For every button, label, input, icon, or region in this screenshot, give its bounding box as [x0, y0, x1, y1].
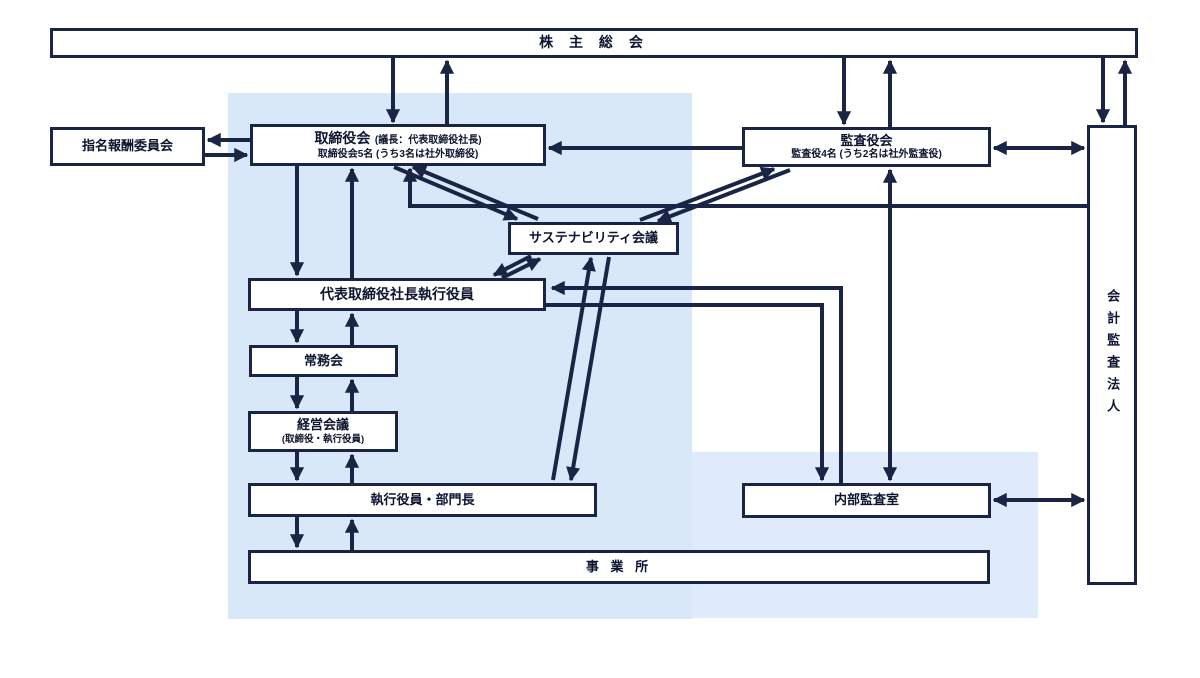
sustainability-label: サステナビリティ会議 — [529, 230, 658, 246]
node-board-of-auditors: 監査役会 監査役4名 (うち2名は社外監査役) — [742, 127, 991, 167]
managing-committee-label: 常務会 — [303, 352, 343, 368]
board-title-line: 取締役会 (議長：代表取締役社長) — [314, 129, 481, 149]
node-internal-audit-office: 内部監査室 — [742, 483, 991, 518]
arrow-executives-to-sustainability — [551, 256, 596, 481]
bottom-right-highlight-panel — [692, 452, 1038, 618]
arrow-sustainability-to-president — [492, 254, 532, 277]
arrow-president-to-internal-audit — [546, 303, 830, 482]
management-meeting-members-note: (取締役・執行役員) — [281, 433, 365, 445]
shareholders-meeting-label: 株 主 総 会 — [539, 34, 649, 51]
board-label: 取締役会 — [314, 129, 371, 146]
board-composition-note: 取締役会5名 (うち3名は社外取締役) — [317, 148, 479, 160]
node-business-offices: 事 業 所 — [248, 550, 990, 584]
node-management-meeting: 経営会議 (取締役・執行役員) — [248, 411, 398, 452]
audit-board-composition-note: 監査役4名 (うち2名は社外監査役) — [791, 148, 942, 160]
arrow-sustainability-to-executives — [566, 256, 611, 482]
arrow-audit-firm-to-board — [402, 167, 1087, 208]
arrow-president-to-sustainability — [501, 257, 542, 280]
node-sustainability-council: サステナビリティ会議 — [508, 222, 679, 255]
node-shareholders-meeting: 株 主 総 会 — [50, 28, 1138, 58]
node-nomination-compensation-committee: 指名報酬委員会 — [50, 127, 205, 166]
internal-audit-label: 内部監査室 — [833, 492, 899, 508]
board-chair-note: (議長：代表取締役社長) — [374, 134, 482, 146]
arrow-internal-audit-to-president — [550, 280, 843, 483]
audit-board-label: 監査役会 — [840, 132, 893, 148]
executive-officers-label: 執行役員・部門長 — [370, 491, 475, 507]
nomination-committee-label: 指名報酬委員会 — [81, 138, 173, 154]
node-board-of-directors: 取締役会 (議長：代表取締役社長) 取締役会5名 (うち3名は社外取締役) — [250, 124, 546, 166]
node-president-executive-officer: 代表取締役社長執行役員 — [248, 278, 546, 311]
arrow-sustainability-to-board — [411, 165, 539, 221]
arrow-board-to-sustainability — [393, 165, 519, 221]
audit-firm-label: 会計監査法人 — [1105, 289, 1121, 421]
offices-label: 事 業 所 — [585, 558, 653, 574]
arrow-sustainability-to-audit-board — [639, 166, 776, 222]
president-label: 代表取締役社長執行役員 — [320, 285, 474, 302]
arrow-audit-board-to-sustainability — [656, 168, 791, 224]
node-executive-officers-department-heads: 執行役員・部門長 — [248, 483, 597, 517]
node-accounting-audit-firm: 会計監査法人 — [1087, 125, 1137, 585]
node-managing-directors-committee: 常務会 — [249, 345, 398, 377]
management-meeting-label: 経営会議 — [296, 417, 349, 433]
